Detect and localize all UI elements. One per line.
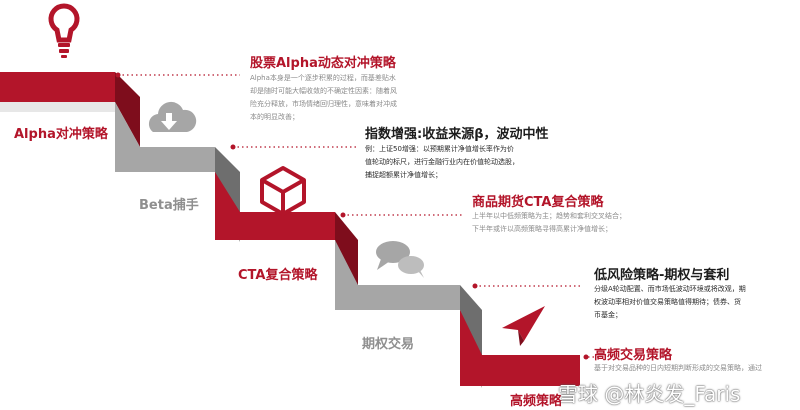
step-label-cta: CTA复合策略 bbox=[238, 268, 318, 283]
strategy-title-alpha: 股票Alpha动态对冲策略 bbox=[250, 56, 396, 71]
strategy-desc-alpha: Alpha本身是一个逐步积累的过程，而基差贴水 却是随时可能大幅收敛的不确定性因… bbox=[250, 74, 397, 121]
strategy-desc-cta: 上半年以中低频策略为主；趋势和套利交叉结合； 下半年或许以高频策略寻得高累计净值… bbox=[472, 212, 626, 233]
strategy-title-cta: 商品期货CTA复合策略 bbox=[472, 195, 604, 210]
strategy-title-hf: 高频交易策略 bbox=[594, 348, 673, 363]
chat-bubbles-icon bbox=[376, 241, 424, 278]
strategy-desc-index: 例：上证50增强：以预期累计净值增长率作为价 值轮动的标尺，进行金融行业内在价值… bbox=[365, 145, 519, 179]
lightbulb-icon bbox=[48, 3, 80, 58]
step-label-alpha: Alpha对冲策略 bbox=[14, 127, 108, 142]
paper-plane-icon bbox=[502, 306, 545, 346]
strategy-desc-lowrisk: 分级A轮动配置、而市场低波动环境或将改观，期 权波动率相对价值交易策略值得期待；… bbox=[594, 285, 746, 319]
watermark: 雪球 @林炎发_Faris bbox=[558, 382, 741, 406]
step-label-options: 期权交易 bbox=[362, 337, 415, 352]
cube-icon bbox=[260, 166, 306, 216]
strategy-title-lowrisk: 低风险策略-期权与套利 bbox=[594, 268, 730, 283]
leader-lines bbox=[118, 74, 598, 358]
step-hf bbox=[460, 310, 580, 386]
leader-dots bbox=[115, 72, 589, 360]
strategy-title-index: 指数增强:收益来源β，波动中性 bbox=[365, 127, 549, 142]
step-alpha-hedge bbox=[0, 72, 140, 147]
step-label-beta: Beta捕手 bbox=[139, 198, 199, 213]
step-label-hf: 高频策略 bbox=[510, 394, 563, 409]
strategy-desc-hf: 基于对交易品种的日内短期判断形成的交易策略，通过 bbox=[594, 364, 762, 372]
cloud-download-icon bbox=[148, 101, 197, 132]
